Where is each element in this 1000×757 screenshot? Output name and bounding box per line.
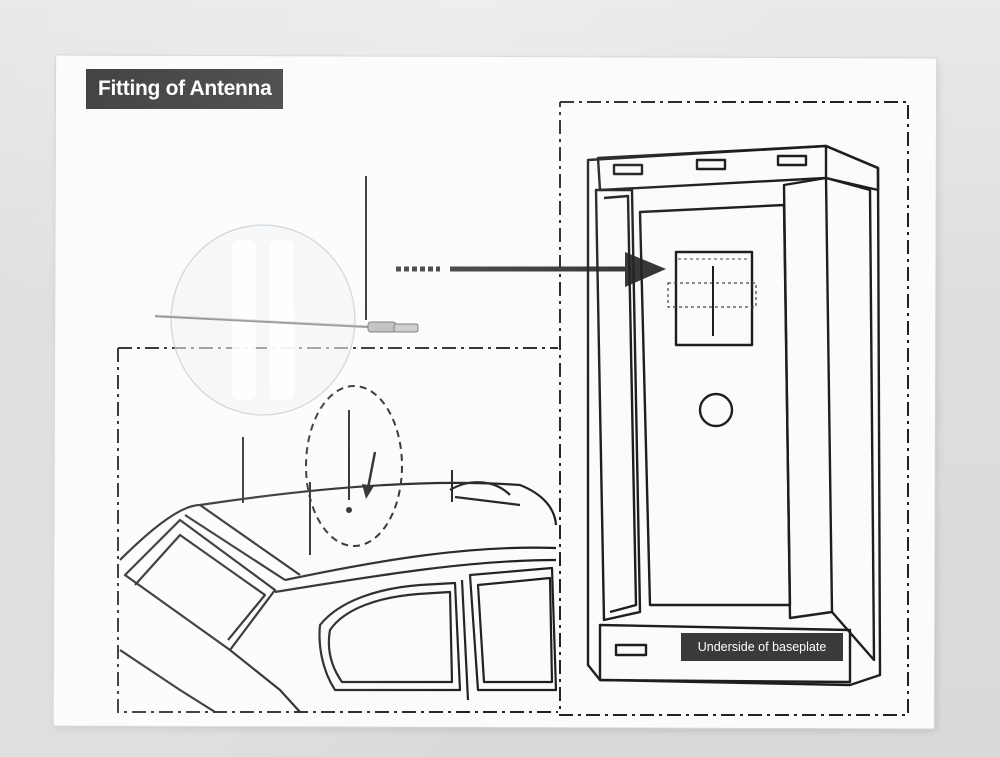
antenna-rod-part [154, 314, 419, 333]
baseplate-drawing [586, 144, 882, 687]
antenna-leader-lines [242, 437, 453, 555]
antenna-position-mark [667, 258, 757, 336]
clear-decal-bag [170, 224, 356, 416]
card-title: Fitting of Antenna [86, 69, 284, 109]
car-view-frame [117, 347, 558, 713]
highlight-ellipse [305, 385, 403, 547]
car-roof-drawing [119, 481, 558, 713]
direction-arrow [396, 252, 666, 287]
baseplate-caption: Underside of baseplate [681, 633, 843, 661]
baseplate-view-frame [559, 101, 909, 716]
